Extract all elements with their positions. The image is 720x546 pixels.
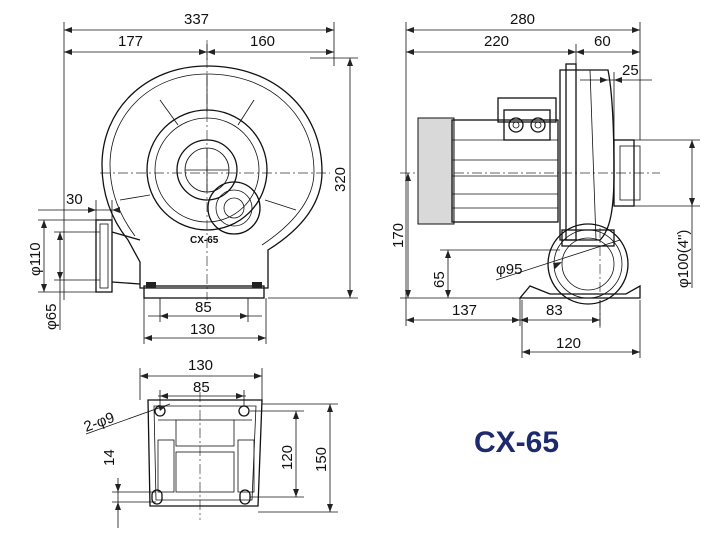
dim-base-outer: 130 [190,321,215,338]
dim-inlet-dia: φ100(4") [675,230,692,288]
dim-outlet-length: 30 [66,191,83,208]
base-view: 130 85 2-φ9 14 120 150 [82,357,338,528]
dim-base-inner: 85 [195,299,212,316]
dim-total-depth: 280 [510,11,535,28]
dim-base-offset: 83 [546,302,563,319]
dim-hole-pitch: 120 [279,445,296,470]
front-view: CX-65 337 177 160 320 30 [27,11,358,344]
front-body-label: CX-65 [190,235,219,246]
dim-motor-length: 220 [484,33,509,50]
dim-outlet-dia: φ95 [496,261,522,278]
dim-outlet-center-height: 65 [431,271,448,288]
model-name: CX-65 [474,426,559,459]
dim-base-outer-length: 150 [313,447,330,472]
dim-housing-depth: 60 [594,33,611,50]
dim-base-outer-width: 130 [188,357,213,374]
dim-outlet-outer-dia: φ110 [27,242,44,276]
dim-center-height: 170 [390,223,407,248]
dim-height: 320 [332,167,349,192]
dim-motor-to-base: 137 [452,302,477,319]
dim-holes: 2-φ9 [82,409,117,436]
dim-outlet-inner-dia: φ65 [43,304,60,330]
dim-right-part: 160 [250,33,275,50]
dim-base-width: 120 [556,335,581,352]
dim-inlet-offset: 25 [622,62,639,79]
dim-hole-spacing: 85 [193,379,210,396]
side-view: 280 220 60 25 φ100(4") 170 65 [390,11,700,358]
dim-slot-height: 14 [101,449,118,466]
dim-left-part: 177 [118,33,143,50]
dim-total-width: 337 [184,11,209,28]
